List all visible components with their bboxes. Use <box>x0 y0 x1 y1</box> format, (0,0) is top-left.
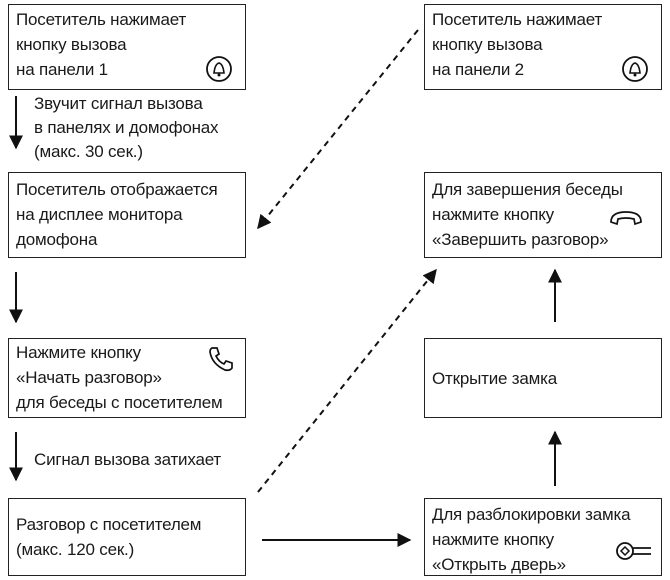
end-talk-box <box>424 172 662 258</box>
ring-note: Звучит сигнал вызова в панелях и домофон… <box>34 94 219 161</box>
start-talk-text: Нажмите кнопку «Начать разговор» для бес… <box>16 343 223 412</box>
start-talk-box <box>8 338 246 418</box>
panel1-call-box <box>8 4 246 90</box>
unlock-text: Открытие замка <box>432 369 557 388</box>
open-door-box <box>424 498 662 576</box>
conversation-box <box>8 498 246 576</box>
hang-up-handset-icon <box>610 211 642 226</box>
unlock-box <box>424 338 662 418</box>
panel2-call-box <box>424 4 662 90</box>
key-icon <box>616 542 651 560</box>
bell-icon <box>206 56 232 82</box>
conversation-text: Разговор с посетителем (макс. 120 сек.) <box>16 515 202 559</box>
phone-icon <box>209 347 233 372</box>
dashed-arrow-conversation-to-end <box>257 268 437 493</box>
bell-icon <box>622 56 648 82</box>
visitor-display-text: Посетитель отображается на дисплее монит… <box>16 180 218 249</box>
dashed-arrow-panel2-to-display <box>257 29 419 230</box>
open-door-text: Для разблокировки замка нажмите кнопку «… <box>432 505 631 574</box>
panel2-call-text: Посетитель нажимает кнопку вызова на пан… <box>432 10 603 79</box>
panel1-call-text: Посетитель нажимает кнопку вызова на пан… <box>16 10 187 79</box>
ring-fades-note: Сигнал вызова затихает <box>34 450 221 469</box>
end-talk-text: Для завершения беседы нажмите кнопку «За… <box>432 180 623 249</box>
visitor-display-box <box>8 172 246 258</box>
